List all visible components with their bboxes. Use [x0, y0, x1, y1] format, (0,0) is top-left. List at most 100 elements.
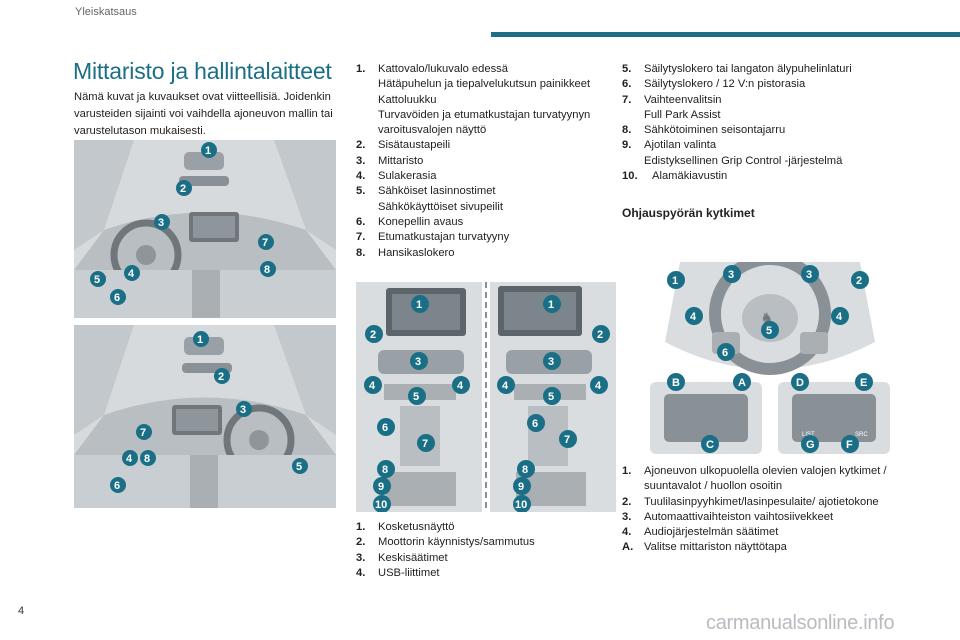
svg-text:4: 4	[128, 268, 135, 280]
label-badges-lhd: 1 2 3 5 4 6 7 8	[90, 142, 276, 305]
list-item: 8.Hansikaslokero	[356, 246, 455, 259]
svg-text:4: 4	[369, 380, 376, 392]
svg-text:3: 3	[158, 217, 164, 229]
list-item: 6.Konepellin avaus	[356, 215, 464, 228]
svg-text:1: 1	[205, 145, 211, 157]
svg-text:B: B	[672, 377, 680, 389]
svg-text:3: 3	[806, 269, 812, 281]
svg-text:3: 3	[415, 356, 421, 368]
page-title: Mittaristo ja hallintalaitteet	[73, 58, 332, 84]
list-item: 8.Sähkötoiminen seisontajarru	[622, 124, 786, 137]
list-item: 4.Audiojärjestelmän säätimet	[622, 526, 779, 539]
svg-text:9: 9	[378, 481, 384, 493]
svg-text:8: 8	[144, 453, 150, 465]
svg-text:10: 10	[375, 499, 387, 511]
list-console-items: 1.Kosketusnäyttö 2.Moottorin käynnistys/…	[356, 520, 611, 581]
svg-text:5: 5	[766, 325, 772, 337]
label-badges-rhd: 1 2 3 7 4 8 6 5	[110, 331, 308, 493]
watermark: carmanualsonline.info	[706, 612, 895, 634]
header-bar	[491, 32, 960, 37]
svg-text:1: 1	[197, 334, 203, 346]
svg-text:6: 6	[114, 292, 120, 304]
svg-text:1: 1	[548, 299, 554, 311]
svg-text:4: 4	[690, 311, 697, 323]
center-console-image: 1 2 3 4 4 5 6 7 8 9 10 1 2 3 4 4 5 6 7 8…	[356, 282, 616, 512]
list-item: 2.Sisätaustapeili	[356, 139, 451, 152]
svg-text:3: 3	[240, 404, 246, 416]
list-button-text: LIST	[802, 432, 815, 438]
svg-text:8: 8	[522, 464, 528, 476]
svg-text:7: 7	[422, 438, 428, 450]
list-item: 10.Alamäkiavustin	[622, 170, 728, 183]
svg-text:3: 3	[728, 269, 734, 281]
center-console-drawing: 1 2 3 4 4 5 6 7 8 9 10 1 2 3 4 4 5 6 7 8…	[356, 282, 616, 512]
list-item: 1.Ajoneuvon ulkopuolella olevien valojen…	[622, 465, 887, 493]
svg-text:4: 4	[836, 311, 843, 323]
list-item: 5.Säilytyslokero tai langaton älypuhelin…	[622, 63, 852, 75]
svg-text:5: 5	[413, 391, 419, 403]
svg-text:6: 6	[114, 480, 120, 492]
svg-text:E: E	[860, 377, 867, 389]
svg-text:6: 6	[382, 422, 388, 434]
dashboard-image-lhd: 1 2 3 5 4 6 7 8	[74, 140, 336, 318]
list-item: 7.Etumatkustajan turvatyyny	[356, 231, 510, 244]
list-item: 3.Automaattivaihteiston vaihtosiivekkeet	[622, 510, 834, 523]
svg-text:3: 3	[548, 356, 554, 368]
intro-text: Nämä kuvat ja kuvaukset ovat viitteellis…	[74, 91, 333, 137]
svg-text:7: 7	[564, 434, 570, 446]
steering-wheel-image: ♞ LIST SRC 1 3 3 2 4 4 5 6 B A C D E G F	[650, 262, 890, 454]
src-button-text: SRC	[855, 432, 868, 438]
list-item: 2.Tuulilasinpyyhkimet/lasinpesulaite/ aj…	[622, 495, 879, 508]
list-item: 6.Säilytyslokero / 12 V:n pistorasia	[622, 78, 806, 91]
svg-text:4: 4	[595, 380, 602, 392]
svg-text:5: 5	[296, 461, 302, 473]
svg-text:1: 1	[672, 275, 678, 287]
svg-text:G: G	[806, 439, 815, 451]
svg-text:4: 4	[126, 453, 133, 465]
svg-text:C: C	[706, 439, 714, 451]
svg-text:A: A	[738, 377, 746, 389]
svg-text:D: D	[796, 377, 804, 389]
dashboard-image-rhd: 1 2 3 7 4 8 6 5	[74, 325, 336, 508]
svg-text:2: 2	[218, 371, 224, 383]
svg-text:6: 6	[722, 347, 728, 359]
svg-text:9: 9	[518, 481, 524, 493]
steering-wheel-drawing: ♞ LIST SRC 1 3 3 2 4 4 5 6 B A C D E G F	[650, 262, 890, 454]
label-badges-console: 1 2 3 4 4 5 6 7 8 9 10 1 2 3 4 4 5 6 7 8…	[364, 295, 610, 512]
svg-text:4: 4	[457, 380, 464, 392]
svg-text:5: 5	[548, 391, 554, 403]
svg-text:10: 10	[515, 499, 527, 511]
list-wheel-items: 1.Ajoneuvon ulkopuolella olevien valojen…	[622, 464, 892, 556]
dashboard-lhd-drawing: 1 2 3 5 4 6 7 8	[74, 140, 336, 318]
svg-text:4: 4	[502, 380, 509, 392]
dashboard-rhd-drawing: 1 2 3 7 4 8 6 5	[74, 325, 336, 508]
list-item: 2.Moottorin käynnistys/sammutus	[356, 536, 535, 549]
svg-text:8: 8	[264, 264, 270, 276]
svg-text:2: 2	[856, 275, 862, 287]
list-right-items: 5.Säilytyslokero tai langaton älypuhelin…	[622, 62, 892, 184]
svg-text:8: 8	[382, 464, 388, 476]
list-item: 4.Sulakerasia	[356, 170, 437, 183]
page-number: 4	[18, 605, 25, 617]
svg-text:2: 2	[597, 329, 603, 341]
list-item: 1.Kosketusnäyttö	[356, 521, 455, 533]
section-header: Yleiskatsaus	[75, 6, 137, 18]
svg-text:5: 5	[94, 274, 100, 286]
list-item: A.Valitse mittariston näyttötapa	[622, 541, 787, 554]
steering-switches-heading: Ohjauspyörän kytkimet	[622, 206, 755, 220]
svg-text:6: 6	[532, 418, 538, 430]
svg-text:F: F	[846, 439, 853, 451]
list-item: 3.Keskisäätimet	[356, 551, 448, 564]
svg-text:7: 7	[262, 237, 268, 249]
svg-text:1: 1	[416, 299, 422, 311]
list-item: 3.Mittaristo	[356, 154, 424, 167]
svg-text:7: 7	[140, 427, 146, 439]
label-badges-wheel: 1 3 3 2 4 4 5 6 B A C D E G F	[667, 265, 873, 453]
list-item: 4.USB-liittimet	[356, 566, 440, 579]
svg-text:2: 2	[180, 183, 186, 195]
